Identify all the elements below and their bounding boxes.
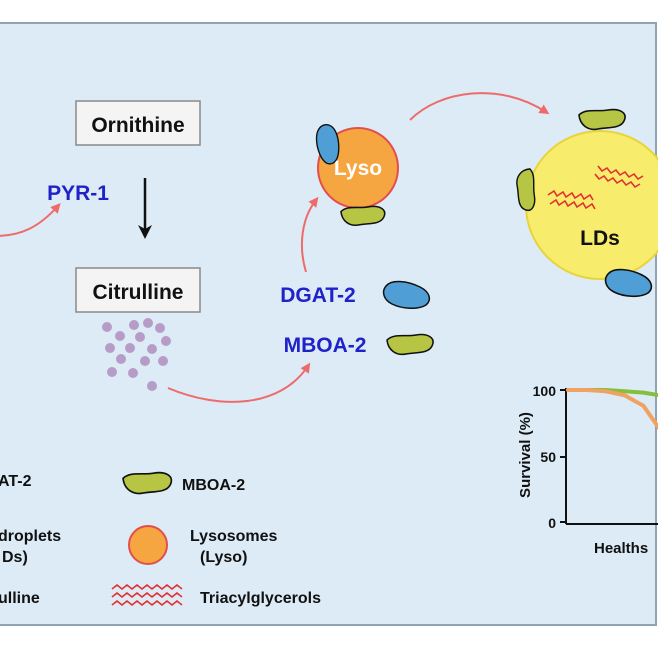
ornithine-label: Ornithine [91,114,184,137]
citrulline-box [75,267,201,313]
legend-lyso-abbr: (Lyso) [200,549,247,566]
lyso-label: Lyso [334,157,382,180]
legend-citrulline-label: ulline [0,590,40,607]
legend-lds-label: Ds) [2,549,28,566]
mboa2-protein-icon [386,333,434,356]
citrulline-label: Citrulline [92,281,183,304]
arrow-to-pyr1 [0,203,61,237]
dgat2-label: DGAT-2 [280,284,355,307]
legend-mboa2-label: MBOA-2 [182,477,245,494]
legend-lysosomes-label: Lysosomes [190,528,278,545]
ld-mboa2-top-icon [578,108,626,131]
ornithine-box [75,100,201,146]
citrulline-molecules [102,318,171,391]
legend-triacylglycerols-label: Triacylglycerols [200,590,321,607]
arrow-to-enzymes [167,362,311,403]
lds-label: LDs [580,227,620,250]
lyso-mboa2-icon [340,205,386,227]
legend-lysosome-icon [128,525,168,565]
ld-mboa2-left-icon [516,168,536,212]
arrow-to-lds [409,92,550,121]
ytick-50: 50 [540,449,556,465]
legend-triacylglycerol-icon [111,583,183,607]
series-line-1 [566,388,658,493]
ytick-100: 100 [533,383,557,399]
arrow-to-lyso [300,196,319,273]
legend-lipid-droplets-label: droplets [0,528,61,545]
legend-mboa2-icon [122,471,173,495]
legend: AT-2 MBOA-2 droplets Ds) Lysosomes (Lyso… [0,471,321,607]
chart-xlabel: Healths [594,540,648,557]
ytick-0: 0 [548,515,556,531]
pyr1-label: PYR-1 [47,182,109,205]
mboa2-label: MBOA-2 [284,334,367,357]
triacylglycerol-in-ld [547,165,644,210]
chart-ylabel: Survival (%) [517,412,534,498]
legend-dgat2-label: AT-2 [0,473,32,490]
survival-chart: 100 50 0 Survival (%) Healths [517,383,658,557]
